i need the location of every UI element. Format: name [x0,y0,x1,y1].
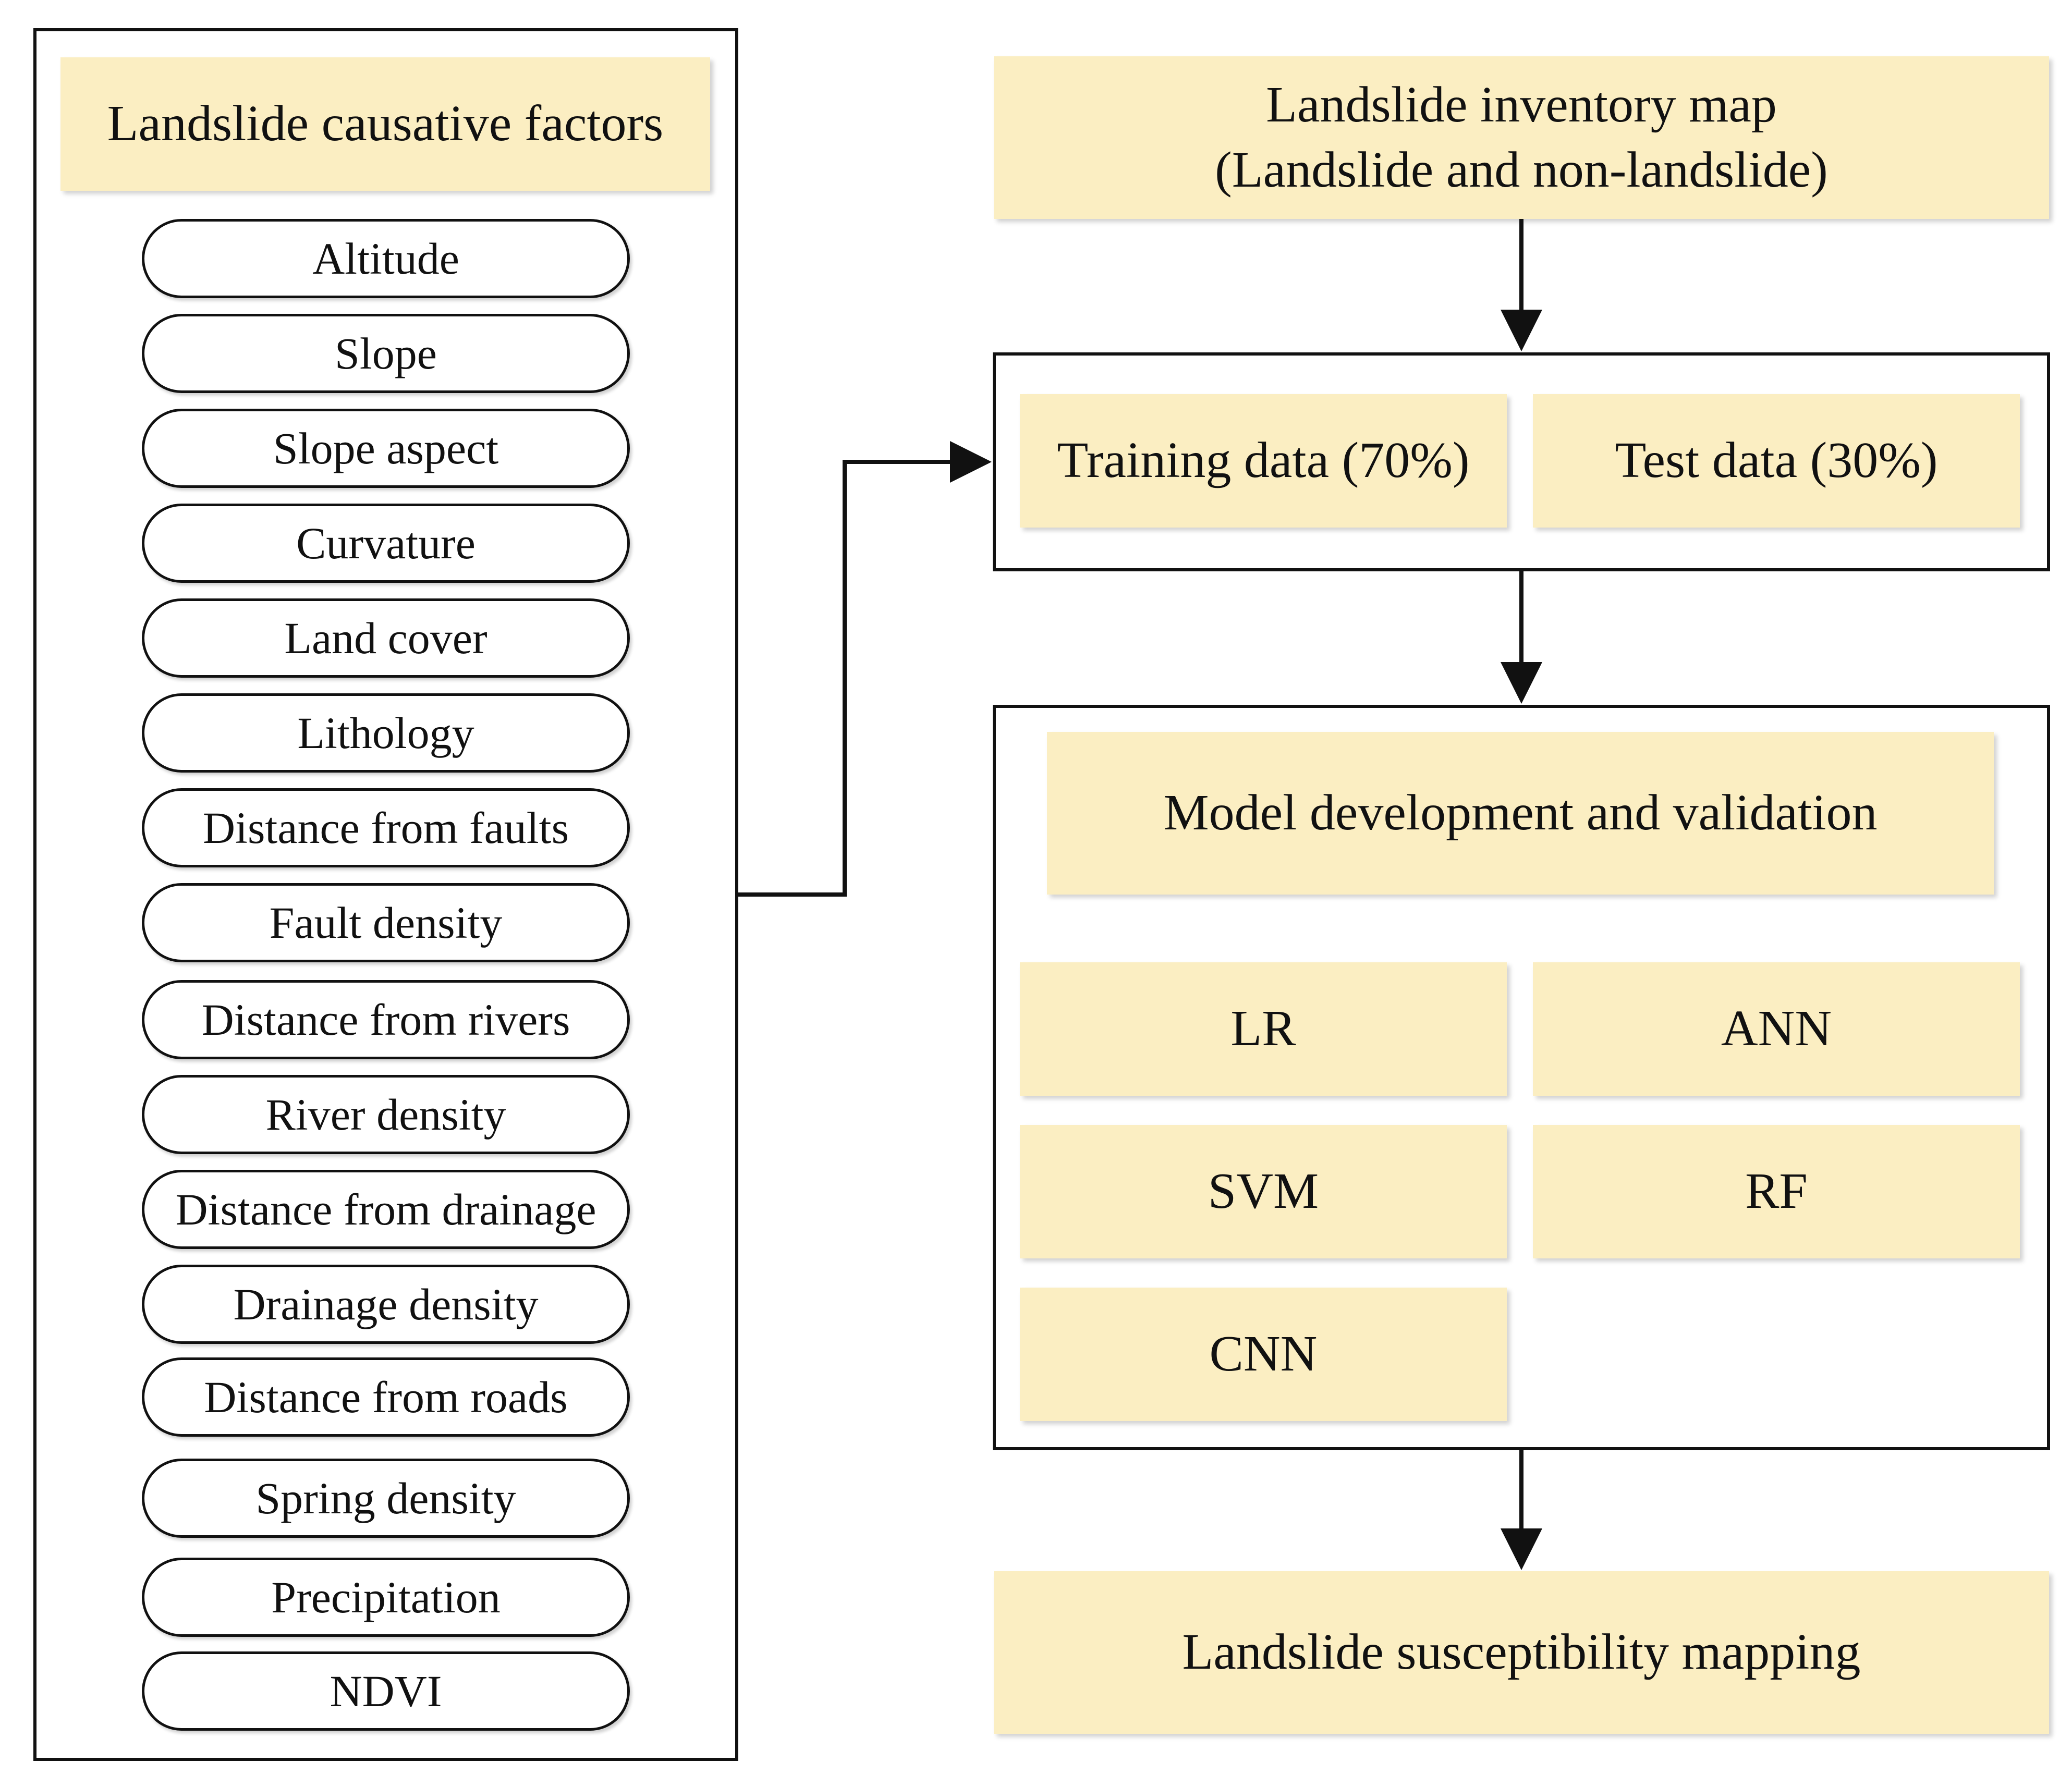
arrow-factors-to-split [738,441,992,897]
inventory-line-2: (Landslide and non-landslide) [1215,142,1828,198]
factor-land-cover: Land cover [142,598,630,678]
inventory-line-1: Landslide inventory map [1266,76,1777,133]
factors-panel [33,28,738,1761]
model-panel [993,705,2050,1450]
model-title-box: Model development and validation [1047,732,1994,895]
factor-distance-from-rivers: Distance from rivers [142,980,630,1059]
factor-precipitation: Precipitation [142,1558,630,1637]
factor-lithology: Lithology [142,693,630,773]
model-svm: SVM [1020,1125,1507,1258]
factor-ndvi: NDVI [142,1651,630,1731]
training-data-box: Training data (70%) [1020,394,1507,528]
inventory-box: Landslide inventory map (Landslide and n… [994,56,2049,219]
factors-title: Landslide causative factors [60,57,710,191]
factor-altitude: Altitude [142,219,630,298]
susceptibility-mapping-box: Landslide susceptibility mapping [994,1571,2049,1734]
factor-distance-from-faults: Distance from faults [142,788,630,867]
factor-river-density: River density [142,1075,630,1154]
factor-distance-from-drainage: Distance from drainage [142,1170,630,1249]
data-split-panel [993,352,2050,571]
test-data-box: Test data (30%) [1533,394,2020,528]
factor-distance-from-roads: Distance from roads [142,1357,630,1437]
factor-curvature: Curvature [142,504,630,583]
factor-slope: Slope [142,314,630,393]
model-lr: LR [1020,962,1507,1096]
factor-spring-density: Spring density [142,1459,630,1538]
model-ann: ANN [1533,962,2020,1096]
factor-fault-density: Fault density [142,883,630,962]
model-cnn: CNN [1020,1288,1507,1421]
factor-drainage-density: Drainage density [142,1265,630,1344]
factor-slope-aspect: Slope aspect [142,409,630,488]
model-rf: RF [1533,1125,2020,1258]
